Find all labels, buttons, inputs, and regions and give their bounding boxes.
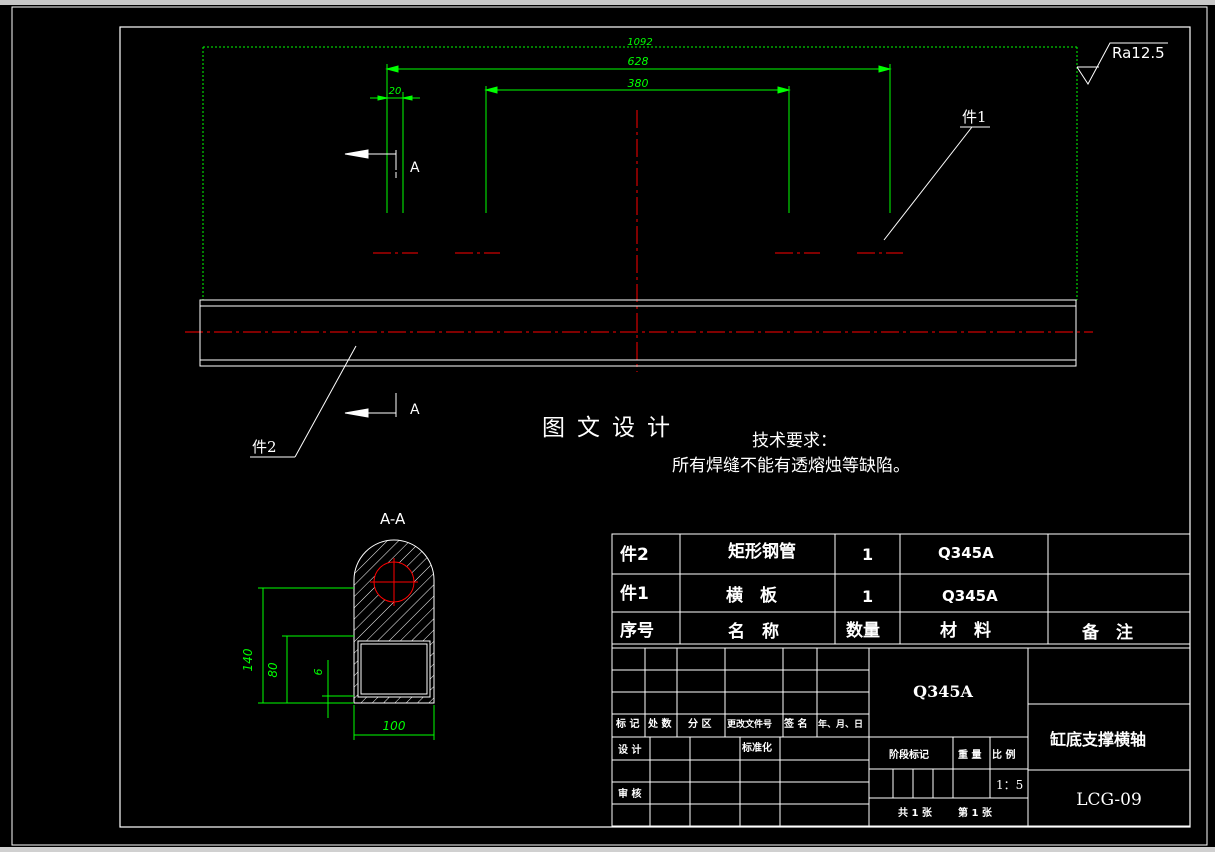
rev-mark: 标 记 [615, 717, 639, 730]
callout-part1: 件1 [962, 108, 987, 126]
centerlines [185, 110, 1093, 372]
rev-date: 年、月、日 [818, 718, 863, 730]
drawing-frame [119, 26, 1191, 828]
rect-steel-tube [199, 299, 1077, 367]
scale-value: 1：5 [996, 778, 1023, 792]
section-label-a-top: A [410, 160, 420, 176]
rev-sign: 签 名 [783, 717, 807, 730]
label-weight: 重 量 [958, 748, 981, 761]
section-arrow-bottom [344, 393, 397, 418]
tech-req-text: 所有焊缝不能有透熔烛等缺陷。 [672, 456, 910, 476]
header-name: 名 称 [728, 621, 779, 642]
drawing-name: 缸底支撑横轴 [1049, 730, 1146, 749]
part-row-1-no: 件2 [620, 544, 649, 565]
rev-zone: 分 区 [688, 717, 711, 730]
dim-20-lines [370, 92, 420, 213]
status-bar-strip [0, 847, 1215, 852]
dim-outer-span: 628 [628, 55, 649, 68]
roughness-label: Ra12.5 [1112, 44, 1165, 62]
part-row-1-qty: 1 [862, 545, 873, 564]
rev-doc: 更改文件号 [727, 718, 772, 730]
dim-overall: 1092 [627, 37, 652, 48]
outer-border [11, 6, 1208, 846]
dim-width: 100 [383, 719, 406, 733]
dim-wall: 6 [312, 669, 325, 676]
dim-380-lines [484, 86, 791, 213]
dim-628-lines [385, 64, 892, 213]
section-view-dims [258, 587, 435, 740]
watermark-text: 图文设计 [542, 415, 682, 441]
dim-height-total: 140 [241, 648, 255, 671]
label-scale: 比 例 [992, 748, 1015, 761]
section-arrow-top [344, 149, 397, 178]
callout-part2: 件2 [252, 438, 277, 456]
dim-height-box: 80 [266, 662, 280, 678]
revision-labels: 标 记 处 数 分 区 更改文件号 签 名 年、月、日 设 计 标准化 审 核 … [615, 717, 1015, 819]
header-qty: 数量 [846, 620, 880, 641]
part-row-2-no: 件1 [620, 583, 649, 604]
section-view-title: A-A [380, 510, 406, 528]
part-row-1-name: 矩形钢管 [728, 541, 796, 562]
leader-part1 [883, 126, 990, 241]
parts-list: 件2 矩形钢管 1 Q345A 件1 横 板 1 Q345A 序号 名 称 数量… [620, 541, 1133, 643]
label-design: 设 计 [618, 743, 641, 756]
dim-plate-thk: 20 [389, 86, 402, 97]
label-sheet-no: 第 1 张 [958, 806, 993, 819]
part-row-2-material: Q345A [942, 587, 998, 605]
part-row-2-name: 横 板 [726, 585, 778, 606]
section-view-shape [353, 539, 435, 704]
section-label-a-bottom: A [410, 402, 420, 418]
rev-count: 处 数 [647, 717, 672, 730]
title-bar-strip [0, 0, 1215, 5]
label-sheets: 共 1 张 [898, 806, 933, 819]
leader-part2 [250, 345, 357, 458]
drawing-number: LCG-09 [1076, 790, 1142, 810]
roughness-symbol [1076, 42, 1168, 85]
tech-req-title: 技术要求： [752, 431, 837, 451]
label-standard: 标准化 [741, 741, 772, 754]
label-stage-mark: 阶段标记 [889, 748, 929, 761]
part-row-2-qty: 1 [862, 587, 873, 606]
header-material: 材 料 [940, 620, 991, 641]
part-row-1-material: Q345A [938, 544, 994, 562]
title-block-grid [611, 533, 1191, 827]
header-no: 序号 [620, 620, 654, 641]
label-review: 审 核 [618, 787, 641, 800]
header-note: 备 注 [1081, 622, 1133, 643]
block-material: Q345A [913, 682, 973, 701]
dim-inner-span: 380 [628, 77, 649, 90]
